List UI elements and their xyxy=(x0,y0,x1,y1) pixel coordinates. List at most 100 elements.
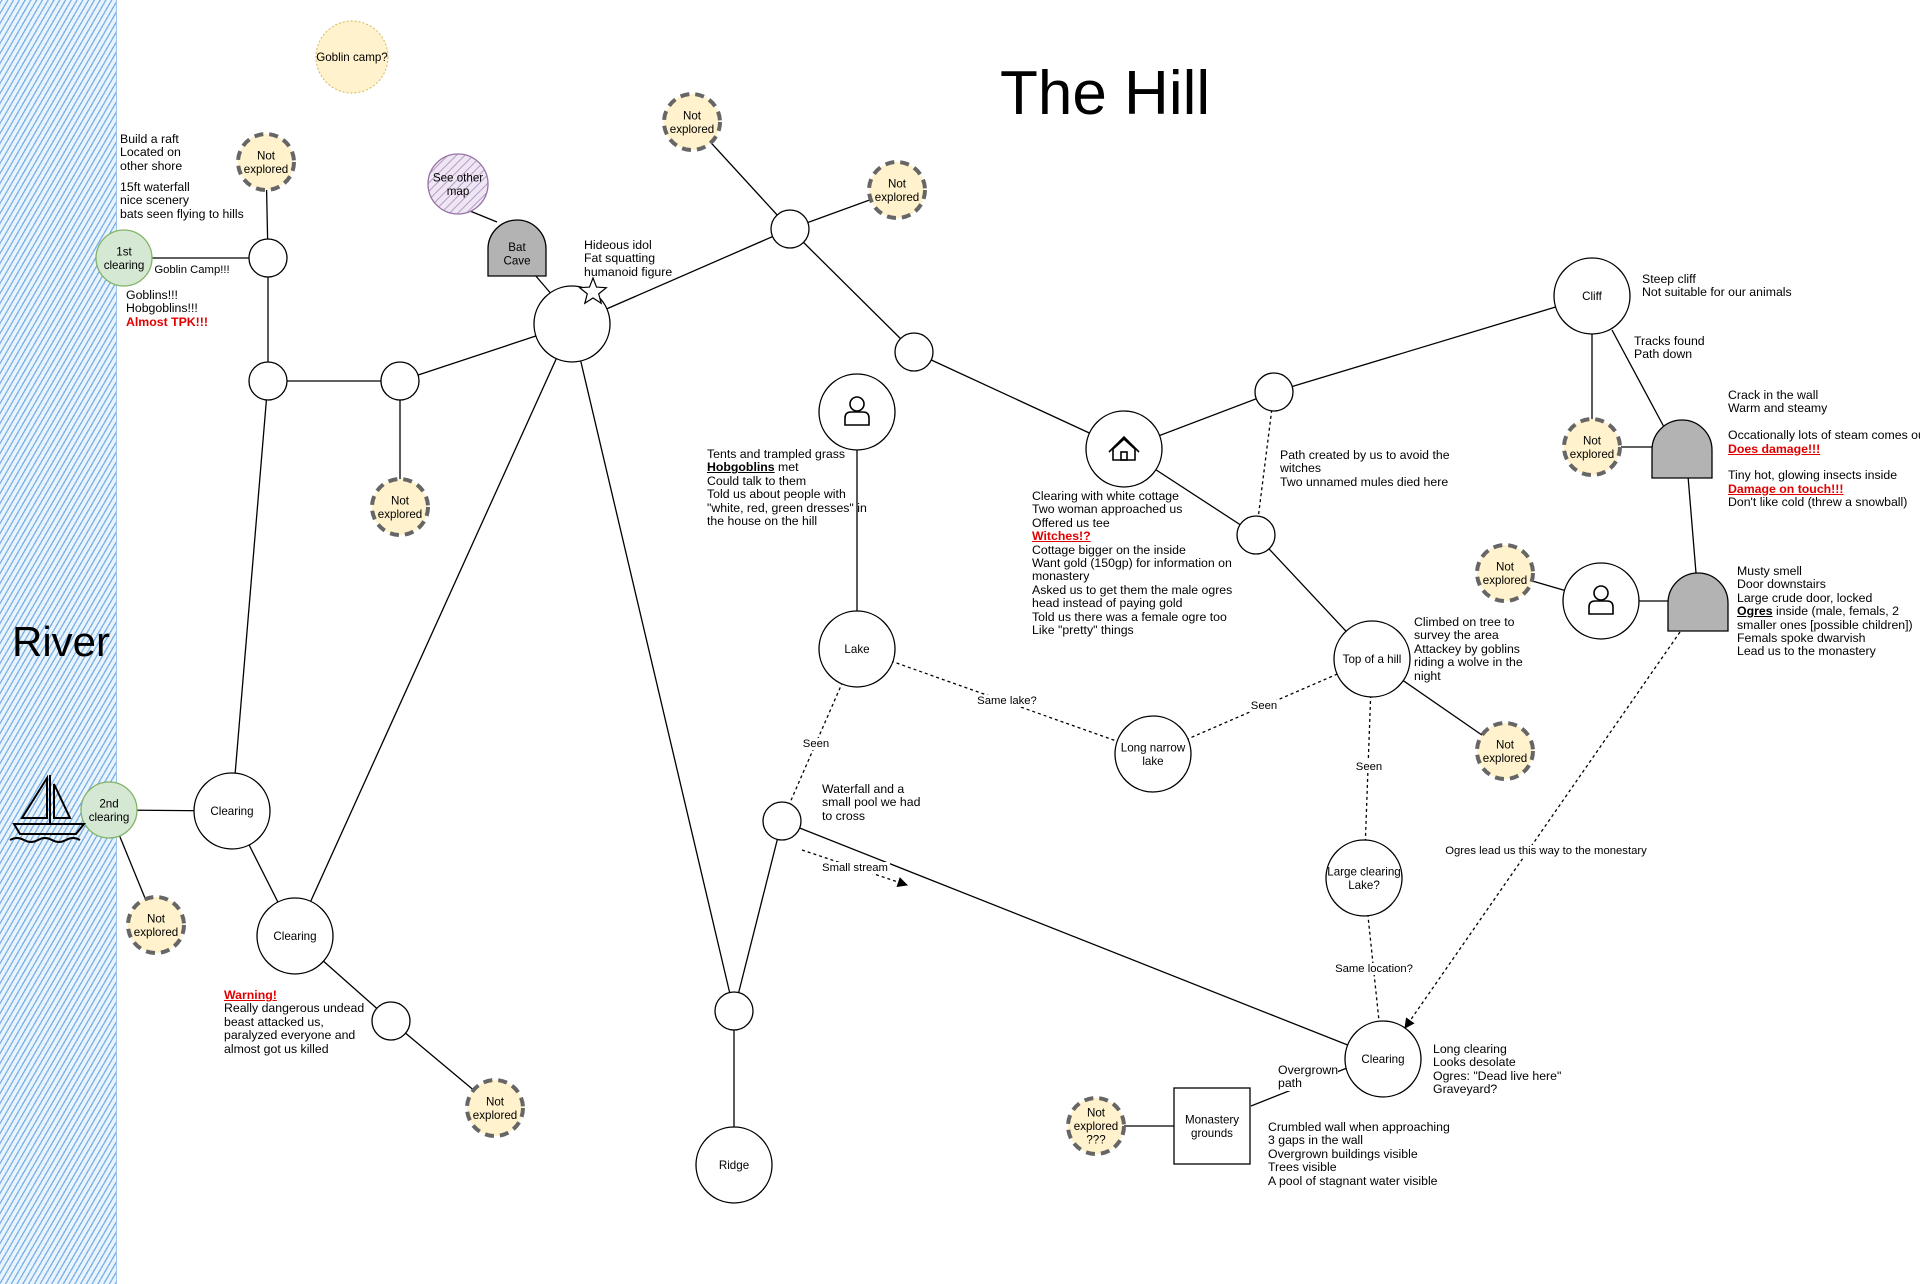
map-path xyxy=(571,228,791,325)
diagram-title: The Hill xyxy=(1000,59,1211,128)
node-label: Lake xyxy=(844,643,869,656)
node-label: Lake? xyxy=(1348,879,1380,892)
river-label: River xyxy=(12,618,111,665)
node-label: Not xyxy=(683,109,702,122)
junction-node[interactable] xyxy=(248,361,288,401)
node-label: Not xyxy=(888,177,907,190)
edge-label-same-location: Same location? xyxy=(1333,963,1415,975)
node-clearing-left[interactable]: Clearing xyxy=(193,772,271,850)
map-path xyxy=(781,820,1384,1060)
junction-node[interactable] xyxy=(762,801,802,841)
node-top-of-hill[interactable]: Top of a hill xyxy=(1333,620,1411,698)
node-clearing-bottom[interactable]: Clearing xyxy=(1344,1020,1422,1098)
node-label: Not xyxy=(1583,434,1602,447)
node-label: clearing xyxy=(104,259,145,272)
node-label: Top of a hill xyxy=(1343,653,1402,666)
node-label: explored xyxy=(378,508,422,521)
node-label: explored xyxy=(134,926,178,939)
junction-node[interactable] xyxy=(1254,372,1294,412)
person-icon xyxy=(844,396,870,426)
node-label: grounds xyxy=(1191,1127,1233,1140)
junction-node[interactable] xyxy=(248,238,288,278)
node-label: 1st xyxy=(116,245,132,258)
cave-ogre-node[interactable] xyxy=(1667,572,1729,632)
edge-label-goblin-camp: Goblin Camp!!! xyxy=(152,264,232,276)
node-label: See other xyxy=(433,171,483,184)
map-path xyxy=(469,210,498,223)
cave-crack-node[interactable] xyxy=(1651,419,1713,479)
node-label: Monastery xyxy=(1185,1113,1239,1126)
node-label: Ridge xyxy=(719,1159,749,1172)
goblin-camp-node[interactable]: Goblin camp? xyxy=(315,20,389,94)
node-label: ??? xyxy=(1086,1134,1106,1147)
junction-node[interactable] xyxy=(894,332,934,372)
node-label: Not xyxy=(486,1095,505,1108)
map-path xyxy=(294,323,573,937)
node-label: Cliff xyxy=(1582,290,1603,303)
sailboat-icon xyxy=(9,774,87,843)
junction-node[interactable] xyxy=(371,1001,411,1041)
node-label: Long narrow xyxy=(1121,741,1186,754)
node-label: 2nd xyxy=(99,797,118,810)
node-label: explored xyxy=(1074,1120,1118,1133)
node-label: Not xyxy=(1087,1107,1106,1120)
map-path xyxy=(1404,631,1681,1029)
node-idol-hub[interactable] xyxy=(533,285,611,363)
node-label: lake xyxy=(1142,755,1163,768)
note-goblins: Goblins!!!Hobgoblins!!!Almost TPK!!! xyxy=(126,288,208,329)
node-label: Not xyxy=(257,149,276,162)
node-label: Large clearing xyxy=(1327,865,1400,878)
node-label: explored xyxy=(473,1109,517,1122)
edge-label-seen: Seen xyxy=(1353,761,1385,773)
house-icon xyxy=(1108,435,1140,461)
junction-node[interactable] xyxy=(380,361,420,401)
junction-node[interactable] xyxy=(714,991,754,1031)
node-label: explored xyxy=(875,191,919,204)
map-path xyxy=(231,380,269,812)
node-cliff[interactable]: Cliff xyxy=(1553,257,1631,335)
map-path xyxy=(1611,329,1665,428)
node-clearing-mid[interactable]: Clearing xyxy=(256,897,334,975)
node-label: map xyxy=(447,185,470,198)
node-house[interactable] xyxy=(1085,410,1163,488)
node-label: Not xyxy=(147,912,166,925)
node-label: Bat xyxy=(508,241,526,254)
node-label: Goblin camp? xyxy=(316,51,388,64)
junction-node[interactable] xyxy=(1236,515,1276,555)
junction-node[interactable] xyxy=(770,209,810,249)
node-ridge[interactable]: Ridge xyxy=(695,1126,773,1204)
node-label: Cave xyxy=(503,254,530,267)
node-lake[interactable]: Lake xyxy=(818,610,896,688)
edge-label-ogres-lead: Ogres lead us this way to the monestary xyxy=(1443,845,1649,857)
